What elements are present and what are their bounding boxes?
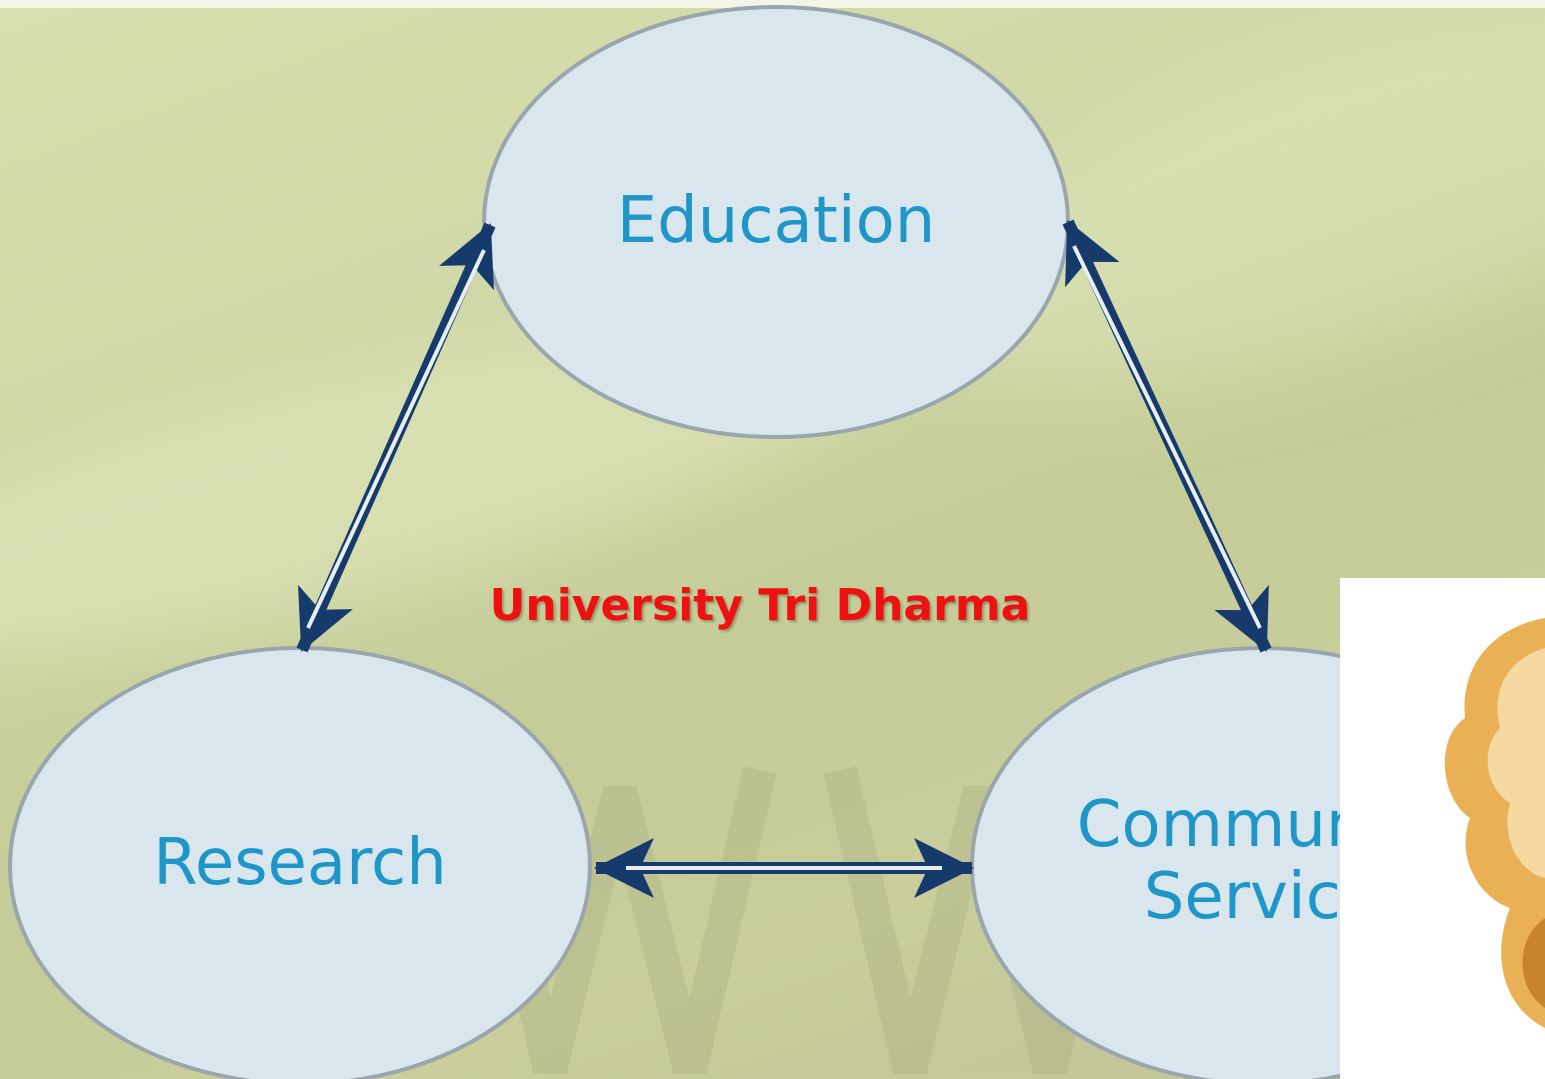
diagram-title: University Tri Dharma [489,580,1031,631]
slide-top-strip [0,0,1545,8]
node-label-education: Education [616,184,936,258]
decorative-emblem-image [1340,578,1545,1079]
node-label-research: Research [153,826,447,900]
arrow-education-community [1062,219,1272,653]
arrow-education-research [296,222,496,653]
emblem-graphic [1444,618,1545,1028]
